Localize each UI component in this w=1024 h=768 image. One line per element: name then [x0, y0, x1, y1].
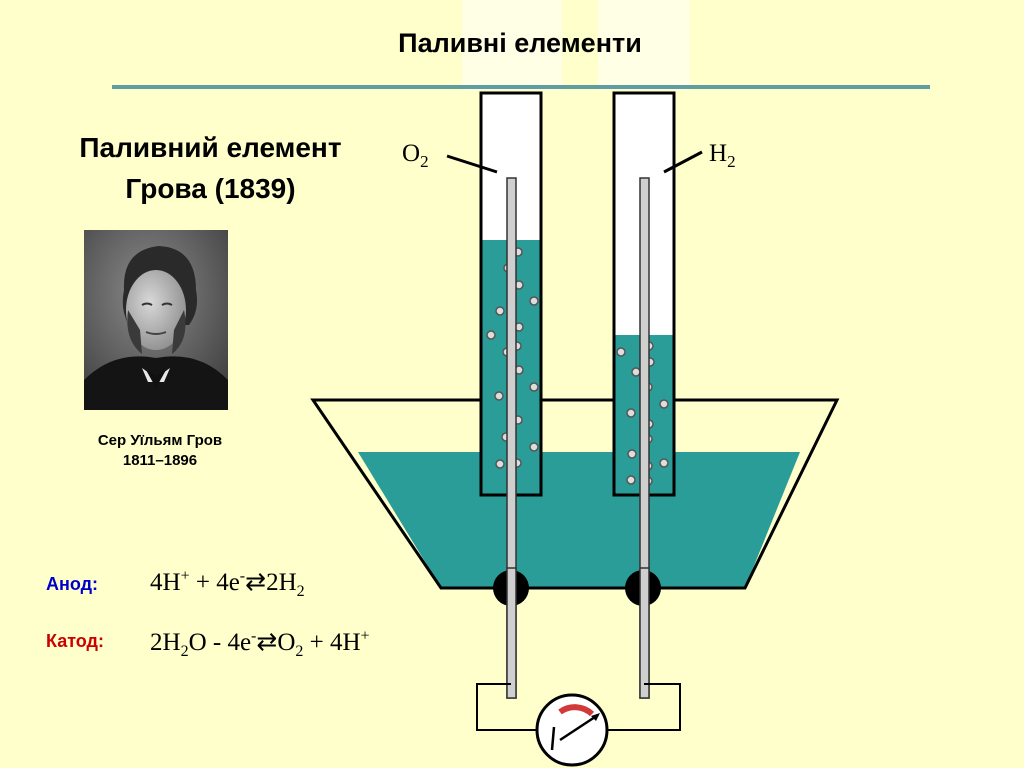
- portrait-photo: [84, 230, 228, 410]
- electrolyte-trough: [310, 398, 840, 590]
- section-title-line1: Паливний елемент: [79, 132, 342, 163]
- section-title: Паливний елемент Грова (1839): [38, 127, 383, 209]
- hydrogen-label-symbol: H: [709, 140, 727, 167]
- anode-mid: + 4e: [189, 569, 240, 596]
- decorative-stripe-left: [462, 0, 562, 90]
- cathode-equation: 2H2O - 4e-⇄O2 + 4H+: [150, 627, 370, 661]
- anode-lhs-sup: +: [180, 567, 190, 585]
- external-circuit-wire: [476, 683, 681, 731]
- cathode-part3: O: [277, 629, 296, 656]
- cathode-part1-sub: 2: [180, 643, 189, 660]
- cathode-part4-sup: +: [360, 627, 370, 645]
- section-title-line2: Грова (1839): [125, 173, 296, 204]
- oxygen-label: O2: [402, 140, 429, 171]
- cathode-part2: O - 4e: [188, 629, 252, 656]
- anode-label: Анод:: [46, 574, 99, 594]
- decorative-stripe-right: [598, 0, 690, 90]
- portrait-name: Сер Уїльям Гров: [97, 432, 223, 449]
- anode-rhs-sub: 2: [296, 583, 305, 600]
- cathode-label: Катод:: [46, 631, 104, 651]
- oxygen-label-symbol: O: [402, 140, 420, 167]
- cathode-part2-sup: -: [251, 627, 257, 645]
- cathode-part1: 2H: [150, 629, 181, 656]
- page-title: Паливні елементи: [398, 28, 642, 58]
- cathode-arrow: ⇄: [256, 629, 278, 656]
- cathode-part3-sub: 2: [295, 643, 304, 660]
- title-divider: [112, 85, 930, 89]
- hydrogen-label: H2: [709, 140, 736, 171]
- anode-rhs: 2H: [266, 569, 297, 596]
- cathode-part4: + 4H: [303, 629, 361, 656]
- galvanometer-icon: [535, 693, 609, 767]
- portrait-caption: Сер Уїльям Гров 1811–1896: [60, 431, 260, 471]
- anode-lhs: 4H: [150, 569, 181, 596]
- hydrogen-pointer: [663, 150, 703, 174]
- hydrogen-label-subscript: 2: [727, 152, 736, 171]
- oxygen-label-subscript: 2: [420, 152, 429, 171]
- anode-arrow: ⇄: [245, 569, 267, 596]
- portrait-years: 1811–1896: [122, 452, 198, 469]
- anode-equation: 4H+ + 4e-⇄2H2: [150, 567, 305, 601]
- oxygen-pointer: [446, 154, 498, 174]
- anode-mid-sup: -: [239, 567, 246, 585]
